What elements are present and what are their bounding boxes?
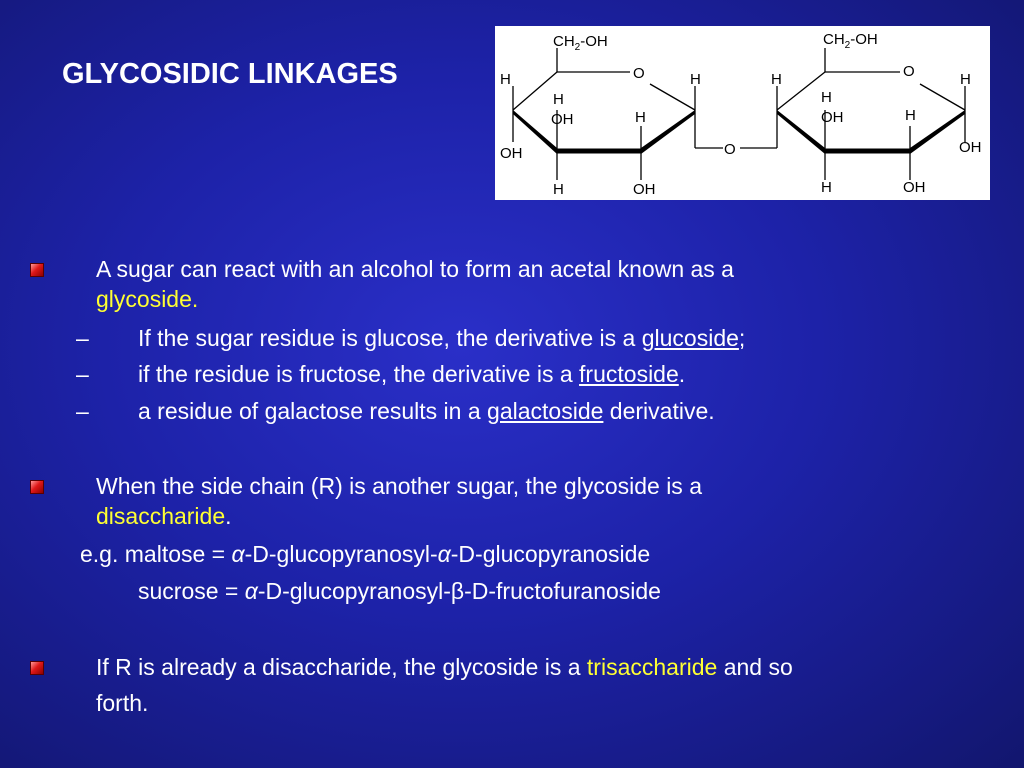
sub-item-fructoside: if the residue is fructose, the derivati… bbox=[138, 361, 686, 387]
oh-label: OH bbox=[551, 111, 574, 128]
left-ch2oh-label: CH2-OH bbox=[553, 33, 608, 53]
sub-item-dash: – bbox=[76, 325, 89, 351]
sub-item-dash: – bbox=[76, 361, 89, 387]
bullet-marker bbox=[30, 480, 44, 494]
sucrose-example: sucrose = α-D-glucopyranosyl-β-D-fructof… bbox=[138, 578, 661, 604]
bullet-2-line2: disaccharide. bbox=[96, 503, 232, 529]
bullet-3-text: If R is already a disaccharide, the glyc… bbox=[96, 654, 793, 680]
bullet-1-highlight: glycoside. bbox=[96, 286, 199, 312]
h-label: H bbox=[635, 109, 646, 126]
h-label: H bbox=[500, 71, 511, 88]
galactoside-term: galactoside bbox=[487, 398, 604, 424]
bullet-marker bbox=[30, 263, 44, 277]
disaccharide-structure-diagram: CH2-OH O H H H OH H OH H OH O CH2-OH O H… bbox=[495, 26, 990, 200]
right-ring-oxygen: O bbox=[903, 63, 915, 80]
h-label: H bbox=[905, 107, 916, 124]
h-label: H bbox=[553, 91, 564, 108]
h-label: H bbox=[690, 71, 701, 88]
left-ring-oxygen: O bbox=[633, 65, 645, 82]
glucoside-term: glucoside bbox=[641, 325, 739, 351]
oh-label: OH bbox=[959, 139, 982, 156]
disaccharide-term: disaccharide bbox=[96, 503, 226, 529]
sub-item-dash: – bbox=[76, 398, 89, 424]
h-label: H bbox=[771, 71, 782, 88]
bullet-3-line2: forth. bbox=[96, 690, 149, 716]
slide-title: GLYCOSIDIC LINKAGES bbox=[62, 58, 398, 90]
fructoside-term: fructoside bbox=[579, 361, 679, 387]
trisaccharide-term: trisaccharide bbox=[586, 654, 718, 680]
h-label: H bbox=[821, 89, 832, 106]
bullet-1-text: A sugar can react with an alcohol to for… bbox=[96, 256, 734, 282]
oh-label: OH bbox=[500, 145, 523, 162]
right-ch2oh-label: CH2-OH bbox=[823, 31, 878, 51]
sub-item-glucoside: If the sugar residue is glucose, the der… bbox=[138, 325, 746, 351]
oh-label: OH bbox=[633, 181, 656, 198]
oh-label: OH bbox=[821, 109, 844, 126]
h-label: H bbox=[553, 181, 564, 198]
h-label: H bbox=[821, 179, 832, 196]
bullet-marker bbox=[30, 661, 44, 675]
bullet-2-text: When the side chain (R) is another sugar… bbox=[96, 473, 702, 499]
sub-item-galactoside: a residue of galactose results in a gala… bbox=[138, 398, 715, 424]
h-label: H bbox=[960, 71, 971, 88]
maltose-example: e.g. maltose = α-D-glucopyranosyl-α-D-gl… bbox=[80, 541, 651, 567]
disaccharide-structure-svg: CH2-OH O H H H OH H OH H OH O CH2-OH O H… bbox=[500, 31, 982, 198]
glycosidic-bridge-oxygen: O bbox=[724, 141, 736, 158]
oh-label: OH bbox=[903, 179, 926, 196]
